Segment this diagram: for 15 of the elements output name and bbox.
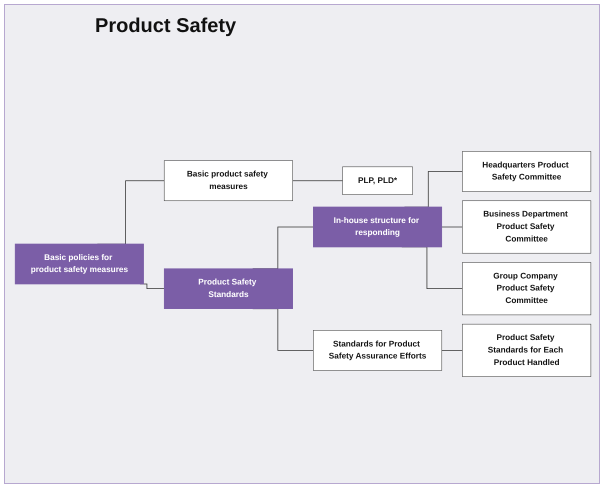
node-box	[462, 200, 592, 254]
diagram-title: Product Safety	[95, 15, 236, 38]
node-box	[164, 160, 293, 202]
node-box	[342, 166, 413, 195]
node-box	[313, 206, 442, 248]
node-box	[164, 268, 293, 309]
node-box	[462, 151, 592, 192]
panel-background: Product Safety Basic policies for product safety measures Basic product safety measures PLP, PLD* Product Safety Standards Standards for Product Safety Assurance Efforts Product Safety Standards for Each Product Handled In-house structure for responding Headquarters Product Safety Committee Business Department Product Safety Committee Group Company Product Safety Committee	[4, 4, 600, 484]
connector	[441, 226, 463, 228]
node-box	[462, 262, 592, 316]
connector	[292, 180, 343, 182]
node-box	[462, 324, 592, 377]
connector	[441, 350, 463, 351]
node-box	[313, 330, 442, 371]
node-box	[14, 244, 144, 284]
